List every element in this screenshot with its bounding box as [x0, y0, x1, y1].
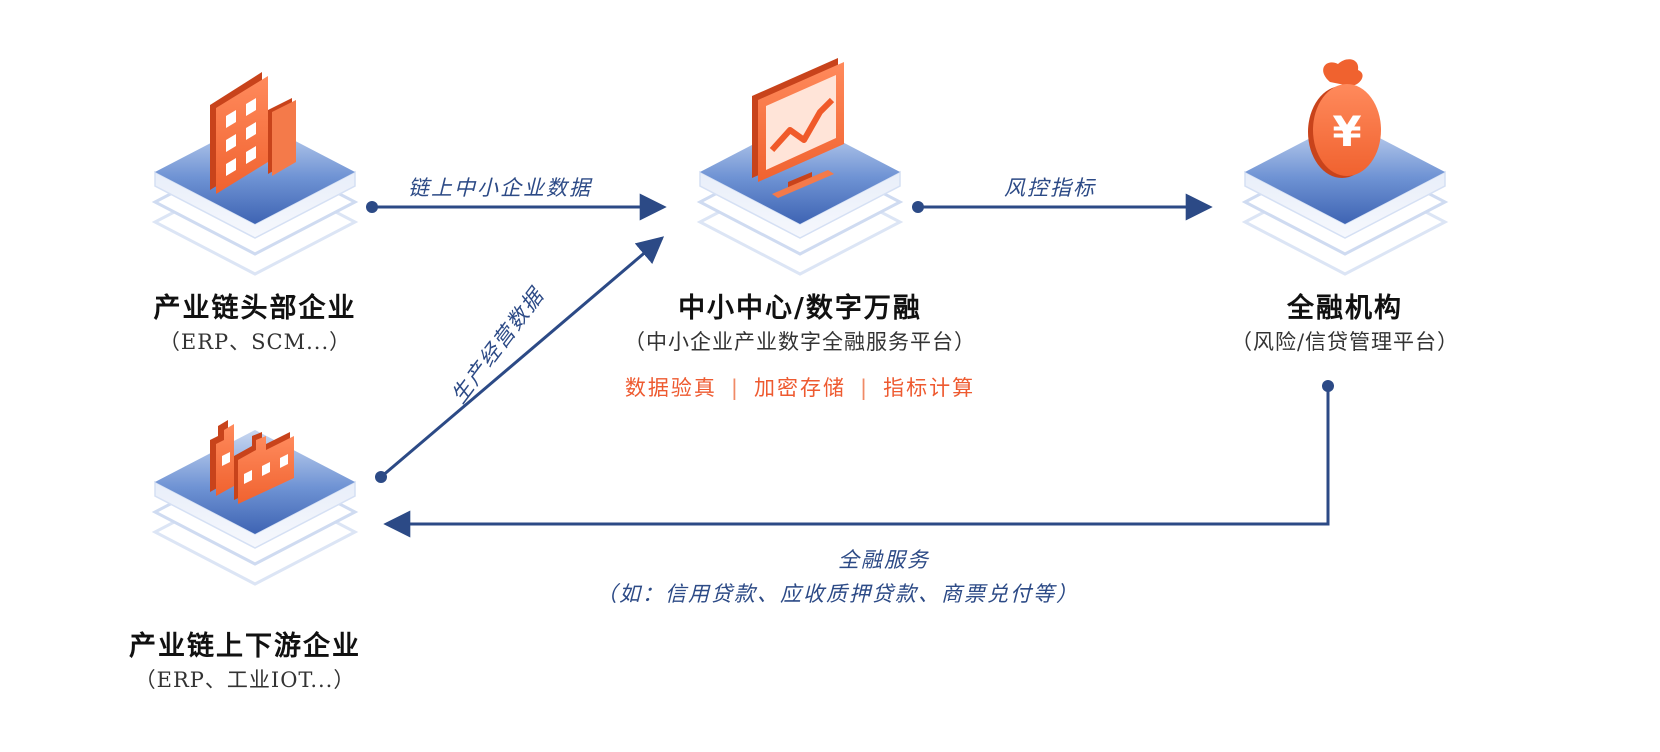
factory-icon [210, 420, 294, 504]
monitor-chart-icon [752, 58, 844, 198]
edge-label-finance-services-examples: （如：信用贷款、应收质押贷款、商票兑付等） [596, 582, 1079, 606]
feature-separator: | [860, 376, 870, 400]
node-center-features: 数据验真 | 加密存储 | 指标计算 [625, 372, 975, 402]
svg-text:¥: ¥ [1332, 107, 1361, 156]
edge-label-center-to-finance: 风控指标 [1004, 176, 1096, 200]
node-head-subtitle: （ERP、SCM...） [158, 330, 352, 354]
edge-chain-to-center [375, 236, 665, 483]
node-finance-title: 全融机构 [1287, 293, 1403, 324]
node-chain-subtitle: （ERP、工业IOT...） [134, 668, 356, 692]
feature-data-verify: 数据验真 [624, 376, 717, 400]
edge-label-finance-services: 全融服务 [838, 548, 930, 572]
node-center-title: 中小中心/数字万融 [678, 293, 922, 324]
edge-head-to-center [366, 193, 667, 221]
node-chain-title: 产业链上下游企业 [129, 631, 361, 662]
node-finance-subtitle: （风险/信贷管理平台） [1230, 330, 1460, 354]
feature-separator: | [730, 376, 740, 400]
node-head-title: 产业链头部企业 [153, 293, 357, 324]
feature-encrypted-storage: 加密存储 [754, 376, 846, 400]
edge-center-to-finance [912, 193, 1213, 221]
feature-indicator-calc: 指标计算 [883, 376, 976, 400]
money-bag-icon: ¥ [1308, 59, 1381, 178]
edge-label-head-to-center: 链上中小企业数据 [408, 176, 592, 200]
node-center-subtitle: （中小企业产业数字全融服务平台） [624, 330, 976, 354]
building-icon [210, 72, 296, 194]
edge-finance-to-chain [383, 380, 1334, 538]
